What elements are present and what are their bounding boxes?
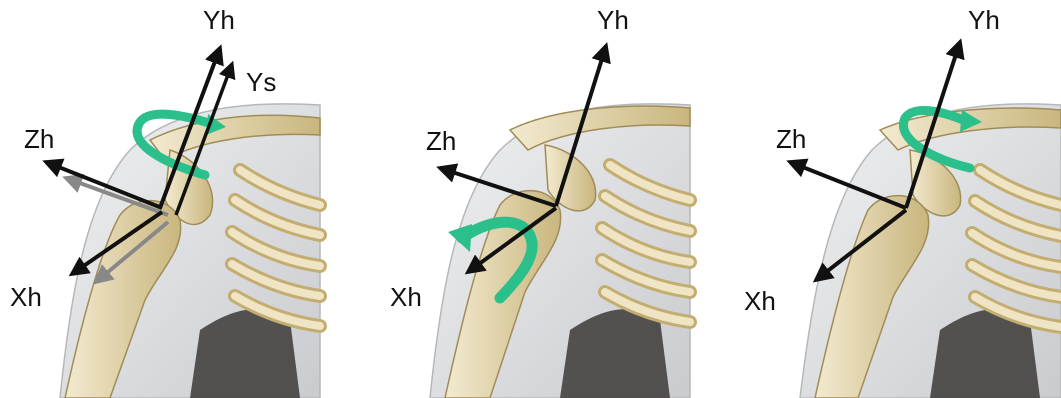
shoulder-illustration bbox=[800, 104, 1061, 398]
label-xh: Xh bbox=[744, 286, 776, 316]
label-yh: Yh bbox=[203, 5, 235, 35]
panel-3: Yh Zh Xh bbox=[744, 5, 1061, 398]
panel-1: Yh Ys Zh Xh bbox=[10, 5, 320, 398]
panel-2: Yh Zh Xh bbox=[390, 5, 690, 398]
label-zh: Zh bbox=[776, 124, 806, 154]
label-ys: Ys bbox=[246, 67, 276, 97]
label-yh: Yh bbox=[597, 5, 629, 35]
shoulder-illustration bbox=[60, 104, 320, 398]
label-zh: Zh bbox=[24, 124, 54, 154]
label-xh: Xh bbox=[10, 282, 42, 312]
label-yh: Yh bbox=[968, 5, 1000, 35]
label-xh: Xh bbox=[390, 282, 422, 312]
label-zh: Zh bbox=[426, 126, 456, 156]
